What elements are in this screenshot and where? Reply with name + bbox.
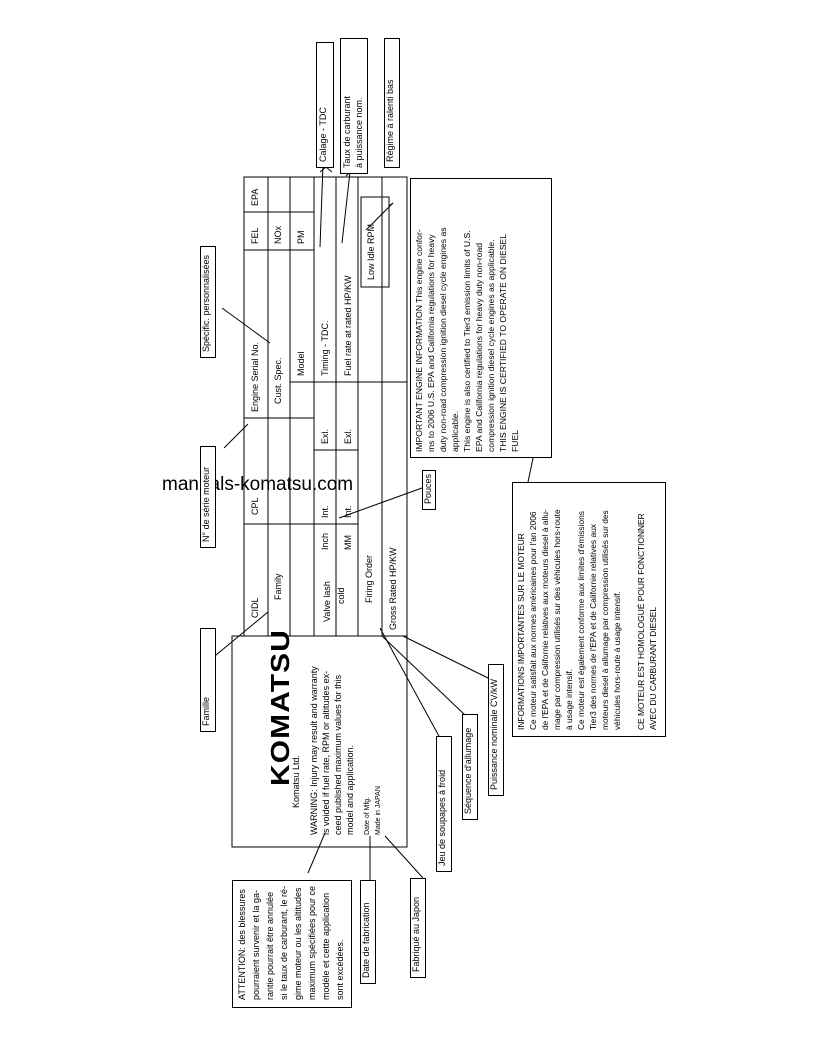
watermark: manuals-komatsu.com — [162, 474, 354, 495]
specific-box — [200, 246, 216, 358]
pm-label: PM — [296, 230, 306, 245]
important-fr-line: Tier3 des normes de l'EPA et de Californ… — [588, 524, 598, 730]
important-en-line: FUEL — [510, 430, 520, 452]
warning-line-1: WARNING: Injury may result and warranty — [309, 666, 319, 835]
taux-label-1: Taux de carburant — [342, 95, 352, 168]
cidl-label: CIDL — [250, 597, 260, 618]
important-fr-line: véhicules hors-route à usage intensif. — [612, 591, 622, 730]
important-info-en — [410, 178, 552, 458]
fabrique-label: Fabriqué au Japon — [411, 896, 421, 972]
important-fr-line: AVEC DU CARBURANT DIESEL — [648, 606, 658, 730]
jeu-label: Jeu de soupapes à froid — [437, 769, 447, 866]
exh-label-1: Exl. — [320, 428, 330, 444]
important-en-line: compression ignition diesel cycle engine… — [486, 239, 496, 452]
cold-label: cold — [336, 587, 346, 604]
attention-line: ATTENTION: des blessures — [237, 889, 247, 1000]
low-idle-label: Low Idle RPM — [366, 223, 376, 280]
attention-fr — [232, 880, 352, 1008]
firing-order-label: Firing Order — [364, 554, 374, 603]
serie-label: N° de série moteur — [201, 466, 211, 542]
komatsu-logo: KOMATSU — [264, 629, 295, 786]
important-en-line: IMPORTANT ENGINE INFORMATION This engine… — [414, 229, 424, 452]
warning-line-4: model and application. — [345, 744, 355, 835]
valve-lash-label: Valve lash — [322, 581, 332, 622]
int-label-2: Int. — [343, 505, 353, 518]
cust-spec-label: Cust. Spec. — [273, 357, 283, 404]
important-fr-line: CE MOTEUR EST HOMOLOGUÉ POUR FONCTIONNER — [636, 513, 646, 730]
made-in: Made in JAPAN — [375, 786, 382, 835]
attention-line: sont excédées. — [335, 939, 345, 1000]
cpl-label: CPL — [250, 497, 260, 515]
famille-box — [200, 628, 216, 732]
date-fab-box — [360, 880, 376, 984]
important-fr-line: Ce moteur est également conforme aux lim… — [576, 511, 586, 730]
date-fab-label: Date de fabrication — [361, 902, 371, 978]
epa-label: EPA — [250, 188, 260, 206]
important-en-line: EPA and California regulations for heavy… — [474, 242, 484, 452]
family-label: Family — [273, 573, 283, 601]
sequence-box — [462, 714, 478, 820]
important-fr-line: de l'EPA et de Californie relatives aux … — [540, 509, 550, 730]
important-en-line: THIS ENGINE IS CERTIFIED TO OPERATE ON D… — [498, 233, 508, 452]
attention-line: gime moteur ou les altitudes — [293, 887, 303, 1000]
fuel-rate-label: Fuel rate at rated HP/KW — [343, 275, 353, 376]
important-fr-line: moteurs diesel à allumage par compressio… — [600, 510, 610, 730]
engine-serial-label: Engine Serial No. — [250, 341, 260, 412]
timing-label: Timing - TDC. — [320, 320, 330, 376]
date-of-mfg: Date of Mfg. — [364, 796, 371, 835]
attention-line: maximum spécifiées pour ce — [307, 885, 317, 1000]
warning-line-3: ceed published maximum values for this — [333, 674, 343, 835]
serie-box — [200, 446, 216, 548]
calage-box — [316, 42, 334, 168]
important-info-fr — [512, 482, 666, 737]
regime-box — [384, 38, 400, 168]
attention-line: pourraient survenir et la ga- — [251, 889, 261, 1000]
maker: Komatsu Ltd. — [291, 754, 301, 808]
important-en-line: applicable. — [450, 410, 460, 452]
taux-box — [340, 38, 368, 174]
fabrique-box — [410, 878, 426, 978]
important-fr-line: Ce moteur satisfait aux normes américain… — [528, 511, 538, 730]
pouces-box — [422, 470, 436, 510]
jeu-box — [436, 736, 452, 872]
important-en-line: ms to 2006 U.S. EPA and California regul… — [426, 234, 436, 452]
gross-rated-label: Gross Rated HP/KW — [388, 547, 398, 630]
model-label: Model — [296, 351, 306, 376]
important-en-line: This engine is also certified to Tier3 e… — [462, 230, 472, 452]
important-fr-line: mage par compression utilisés sur des vé… — [552, 509, 562, 730]
int-label-1: Int. — [320, 505, 330, 518]
attention-line: rantie pourrait être annulée — [265, 891, 275, 1000]
taux-label-2: à puissance nom. — [354, 97, 364, 168]
attention-line: modèle et cette application — [321, 892, 331, 1000]
important-fr-line: INFORMATIONS IMPORTANTES SUR LE MOTEUR — [516, 533, 526, 730]
famille-label: Famille — [201, 696, 211, 726]
pouces-label: Pouces — [423, 473, 433, 504]
sequence-label: Séquence d'allumage — [463, 727, 473, 814]
important-fr-line: à usage intensif. — [564, 669, 574, 730]
fel-label: FEL — [250, 227, 260, 244]
regime-label: Régime à ralenti bas — [385, 79, 395, 162]
mm-label: MM — [343, 535, 353, 550]
warning-line-2: is voided if fuel rate, RPM or altitudes… — [321, 670, 331, 835]
nox-label: NOx — [273, 226, 283, 244]
specific-label: Spécific. personnalisées — [201, 254, 211, 352]
calage-label: Calage - TDC — [318, 107, 328, 162]
exh-label-2: Exl. — [343, 428, 353, 444]
attention-line: si le taux de carburant, le ré- — [279, 885, 289, 1000]
important-en-line: duty non-road compression ignition diese… — [438, 227, 448, 452]
puissance-label: Puissance nominale CV/kW — [489, 678, 499, 790]
inch-label: Inch — [320, 532, 330, 550]
puissance-box — [488, 664, 504, 796]
